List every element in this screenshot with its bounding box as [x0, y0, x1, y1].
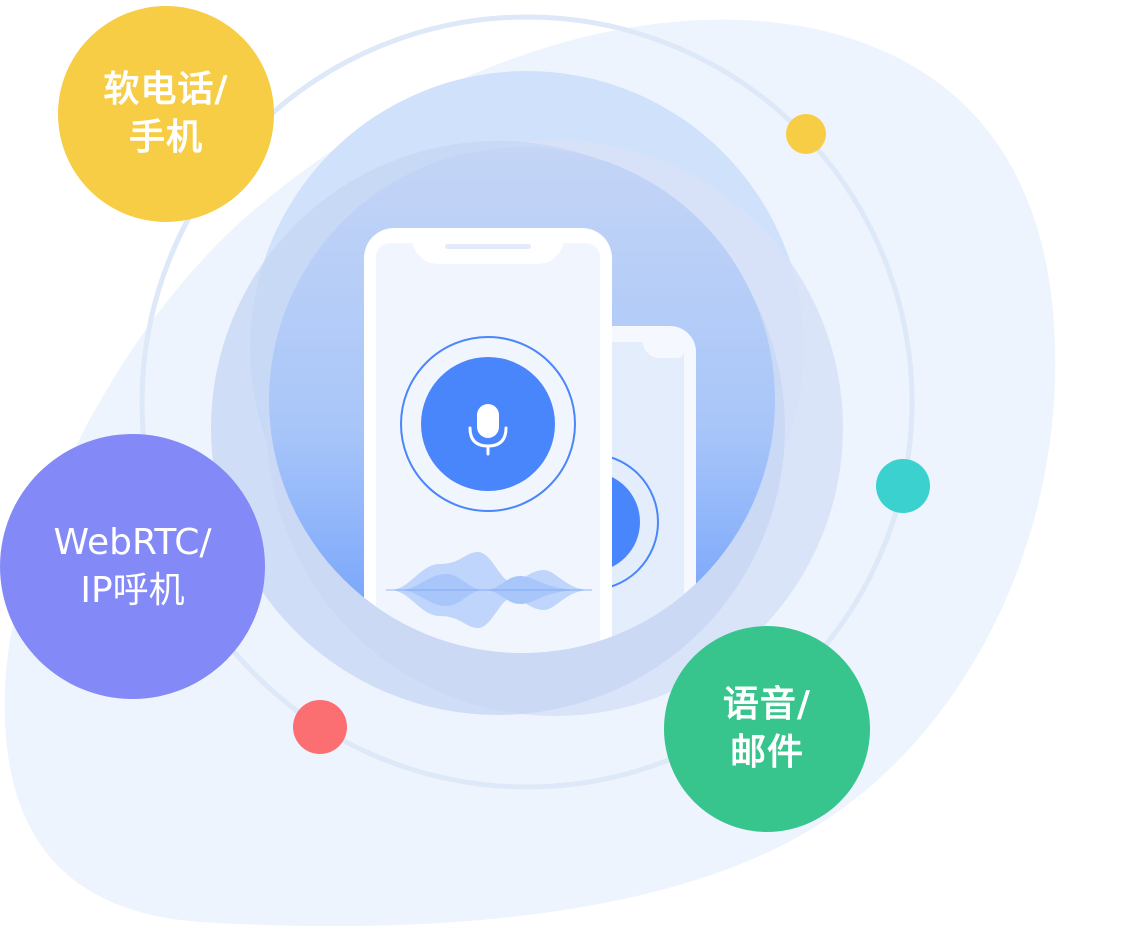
- voicemail-badge-line2: 邮件: [729, 732, 804, 773]
- softphone-badge-line1: 软电话/: [103, 69, 229, 111]
- webrtc-badge-line2: IP呼机: [80, 569, 185, 611]
- voicemail-badge: 语音/ 邮件: [664, 626, 870, 832]
- softphone-badge: 软电话/ 手机: [58, 6, 274, 222]
- webrtc-badge-line1: WebRTC/: [53, 521, 212, 563]
- teal-dot: [876, 459, 930, 513]
- front-phone: [364, 228, 612, 653]
- webrtc-badge: WebRTC/ IP呼机: [0, 434, 265, 699]
- phone-speaker: [445, 244, 531, 249]
- microphone-icon: [468, 404, 508, 456]
- red-dot: [293, 700, 347, 754]
- orbit-ring: [139, 14, 915, 790]
- softphone-badge-line2: 手机: [128, 117, 203, 158]
- mic-ring: [400, 336, 576, 512]
- yellow-dot: [786, 114, 826, 154]
- voicemail-badge-line1: 语音/: [722, 684, 812, 726]
